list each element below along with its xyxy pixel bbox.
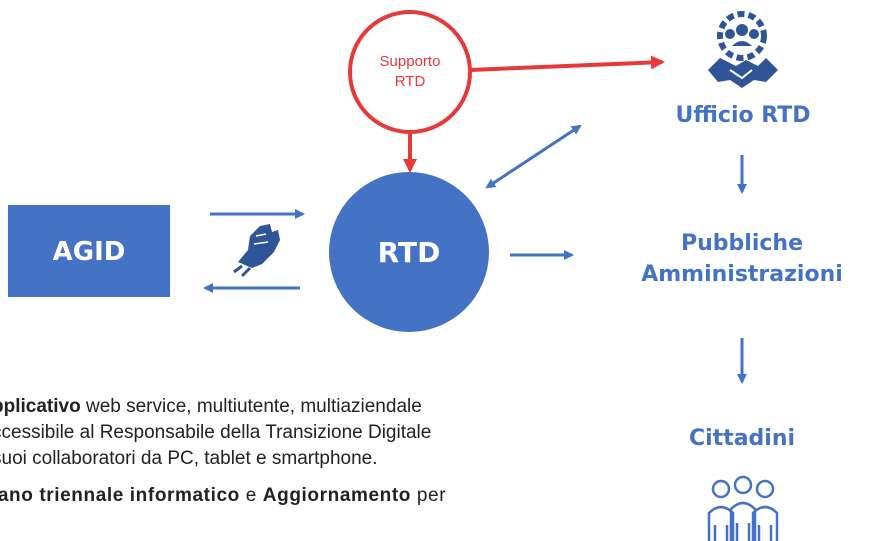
supporto-circle [348, 10, 472, 134]
arrow-rtd-ufficio-bidirectional [485, 124, 582, 189]
rtd-circle [329, 172, 489, 332]
pa-label-1: Pubbliche [681, 231, 803, 256]
agid-box [8, 205, 170, 297]
description-line-4: iano triennale informatico e Aggiornamen… [0, 483, 652, 508]
citizens-group-icon [707, 475, 779, 541]
cittadini-label: Cittadini [689, 426, 795, 451]
ufficio-label: Ufficio RTD [676, 103, 811, 128]
description-line-4-bold-1: iano triennale informatico [0, 485, 240, 506]
description-line-3: suoi collaboratori da PC, tablet e smart… [0, 448, 378, 469]
description-line-4-mid: e [239, 485, 263, 506]
description-line-4-end: per [410, 485, 447, 506]
rtd-label: RTD [378, 236, 441, 269]
description-line-4-bold-2: Aggiornamento [262, 485, 411, 506]
supporto-label-2: RTD [395, 73, 426, 90]
supporto-label-1: Supporto [380, 53, 441, 70]
description-line-2: ccessibile al Responsabile della Transiz… [0, 422, 432, 443]
people-gear-handshake-icon [708, 11, 778, 88]
description-line-1-rest: web service, multiutente, multiaziendale [80, 396, 422, 417]
description-text: pplicativo web service, multiutente, mul… [0, 380, 660, 541]
agid-label: AGID [53, 237, 126, 267]
pa-label-2: Amministrazioni [641, 262, 843, 287]
hand-arrow-icon [233, 224, 280, 278]
description-line-1: pplicativo web service, multiutente, mul… [0, 394, 652, 419]
description-line-1-bold: pplicativo [0, 396, 81, 417]
arrow-supporto-to-ufficio [469, 55, 665, 72]
